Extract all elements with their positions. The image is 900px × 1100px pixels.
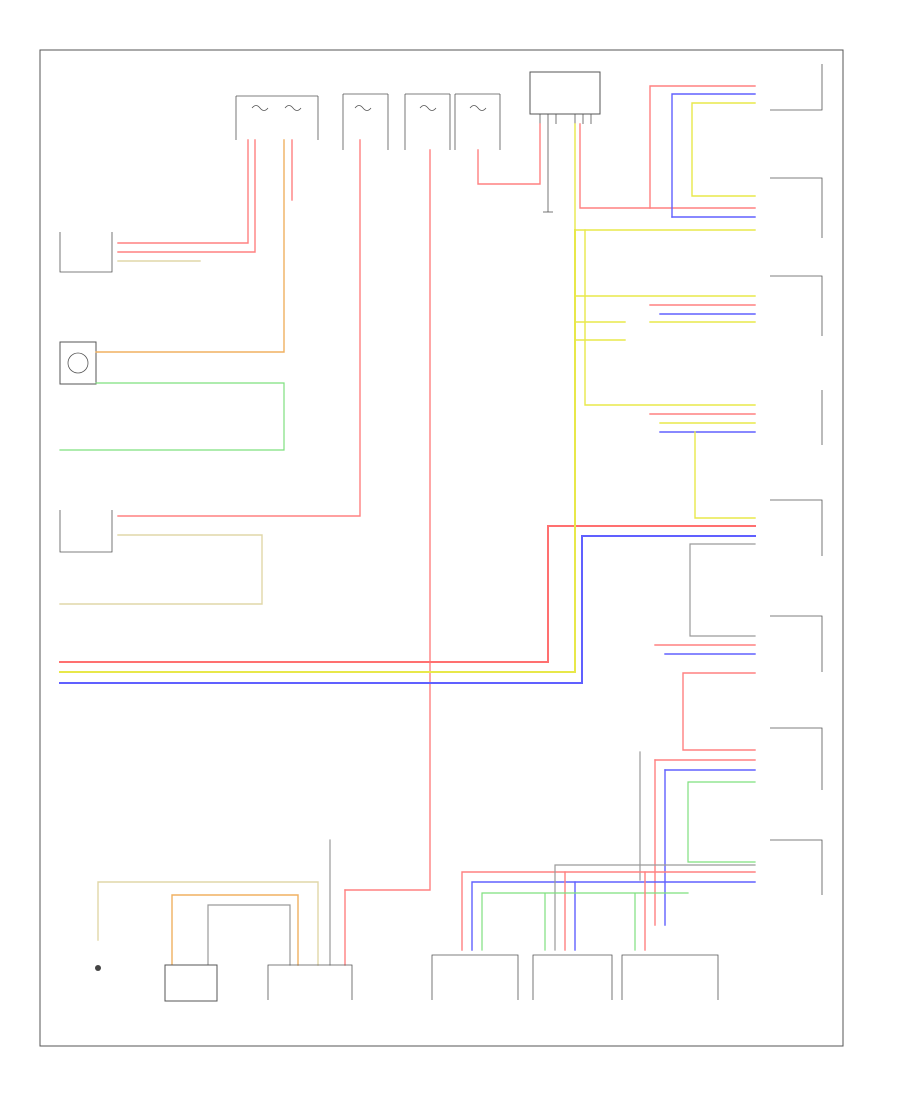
wire-yellow-right-1	[691, 102, 756, 197]
wire-tan-2	[59, 534, 263, 605]
left-components	[59, 232, 113, 553]
left-unit-2	[59, 510, 113, 553]
bottom-components	[95, 954, 719, 1002]
ground-top	[543, 124, 553, 213]
fuse-box-3	[404, 93, 451, 150]
bottom-switch-box	[164, 964, 218, 1002]
wire-green-bottom	[481, 892, 689, 951]
wire-blue-branch-2	[659, 313, 756, 433]
right-components	[770, 64, 823, 895]
wire-orange-1	[95, 139, 285, 353]
wire-gray-bottom-2	[207, 904, 291, 966]
right-unit-3	[770, 275, 823, 336]
wires	[59, 85, 756, 966]
bus-red	[59, 525, 756, 663]
wire-yellow-branch-2	[574, 321, 756, 424]
wire-red-4	[117, 139, 361, 517]
wire-red-right-1	[579, 123, 756, 209]
wire-red-right-2	[649, 85, 756, 209]
fuse-box-group	[235, 71, 601, 150]
wire-orange-bottom	[171, 894, 299, 966]
bus-yellow	[59, 229, 576, 673]
bus-blue	[59, 535, 756, 684]
wire-red-lower-2	[682, 672, 756, 751]
bottom-module-3	[621, 954, 719, 1000]
fuse-box-2	[342, 93, 389, 150]
wire-red-1	[117, 139, 249, 244]
bottom-module-2	[532, 954, 613, 1000]
fuse-symbols	[251, 105, 487, 111]
wire-gray-1	[689, 543, 756, 637]
right-unit-7	[770, 727, 823, 790]
right-unit-5	[770, 499, 823, 556]
wire-red-lower-1	[654, 644, 756, 761]
power-relay-pins	[539, 114, 592, 124]
wire-green-1	[59, 382, 285, 451]
diagram-frame	[39, 49, 844, 1047]
right-unit-1	[770, 64, 823, 111]
bottom-unit-box	[267, 964, 353, 1000]
bottom-module-1	[431, 954, 519, 1000]
wire-yellow-main	[574, 123, 756, 231]
wire-blue-right-1	[671, 93, 756, 218]
wire-yellow-down	[694, 431, 756, 519]
right-unit-8	[770, 839, 823, 895]
wire-yellow-drop	[584, 229, 756, 406]
wire-red-bottom-1	[461, 871, 756, 951]
left-unit-1	[59, 232, 113, 273]
fuse-box-1	[235, 95, 319, 140]
wire-blue-lower-1	[664, 653, 756, 771]
wire-gray-bottom	[554, 864, 756, 951]
right-unit-6	[770, 615, 823, 672]
wire-red-2	[117, 139, 256, 253]
wire-red-long	[344, 149, 431, 891]
wire-blue-bottom-1	[471, 881, 756, 951]
wire-green-lower	[687, 781, 756, 863]
right-unit-2	[770, 177, 823, 238]
wire-red-branch-2	[649, 304, 756, 415]
left-sensor	[59, 341, 97, 385]
bottom-ground-point	[95, 965, 101, 971]
power-relay-box	[529, 71, 601, 115]
fuse-box-4	[454, 93, 501, 150]
wire-red-relay	[477, 123, 541, 185]
wire-tan-bottom	[97, 881, 319, 966]
